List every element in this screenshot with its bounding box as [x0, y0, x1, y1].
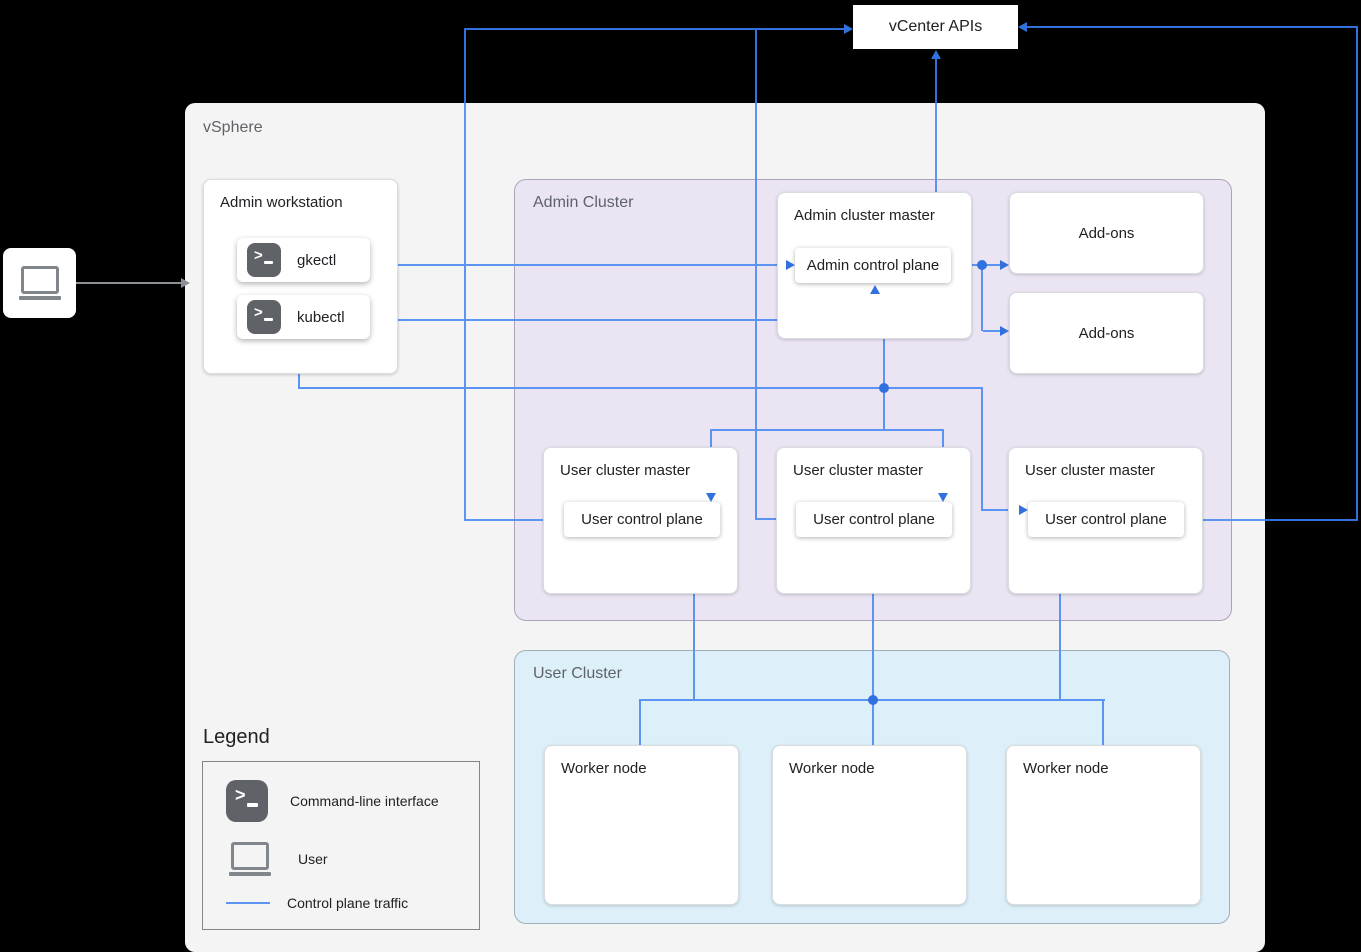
admin-control-plane-node: Admin control plane: [795, 248, 951, 283]
connector: [755, 103, 757, 520]
worker-node-title: Worker node: [561, 760, 647, 777]
addons-node: Add-ons: [1009, 292, 1204, 374]
connector: [872, 537, 874, 745]
connector: [755, 28, 757, 103]
arrow-into-user-control-plane-3: [1019, 505, 1028, 515]
vsphere-label: vSphere: [203, 119, 263, 136]
connector: [360, 264, 786, 266]
worker-node: Worker node: [544, 745, 739, 905]
worker-node: Worker node: [772, 745, 967, 905]
user-control-plane-node: User control plane: [796, 502, 952, 537]
admin-workstation-title: Admin workstation: [220, 194, 343, 211]
laptop-screen: [20, 266, 59, 294]
arrow-into-user-control-plane-1: [706, 493, 716, 502]
legend-item-user: User: [229, 842, 328, 876]
user-control-plane-label: User control plane: [813, 511, 935, 528]
connector: [1102, 699, 1104, 745]
gkectl-label: gkectl: [297, 251, 337, 269]
addons-node: Add-ons: [1009, 192, 1204, 274]
user-cluster-master-title: User cluster master: [793, 462, 924, 479]
connector: [1022, 26, 1358, 28]
user-control-plane-label: User control plane: [1045, 511, 1167, 528]
worker-node: Worker node: [1006, 745, 1201, 905]
junction-dot: [879, 383, 889, 393]
user-cluster-master-title: User cluster master: [560, 462, 691, 479]
legend-box: > Command-line interface User Control pl…: [202, 761, 480, 930]
connector: [1265, 519, 1357, 521]
terminal-prompt-glyph: >: [254, 247, 263, 264]
terminal-cursor-glyph: [264, 261, 273, 264]
arrow-into-vcenter-left: [844, 24, 853, 34]
connector: [983, 509, 1019, 511]
admin-cluster-label: Admin Cluster: [533, 194, 634, 211]
user-arrow-head: [181, 278, 190, 288]
connector: [935, 103, 937, 248]
arrow-into-vcenter-bottom: [931, 50, 941, 59]
connector: [464, 103, 466, 521]
user-node: [3, 248, 76, 318]
laptop-base: [229, 872, 271, 876]
connector: [935, 58, 937, 103]
user-arrow-line: [76, 282, 182, 284]
legend-item-label: Control plane traffic: [287, 895, 409, 911]
user-control-plane-node: User control plane: [1028, 502, 1184, 537]
connector: [464, 28, 466, 103]
connector: [981, 388, 983, 511]
connector: [639, 699, 641, 745]
arrow-into-addons-1: [1000, 260, 1009, 270]
gkectl-node: > gkectl: [237, 238, 370, 282]
junction-dot: [868, 695, 878, 705]
user-cluster-master-title: User cluster master: [1025, 462, 1156, 479]
laptop-icon: [18, 266, 61, 300]
laptop-icon: [229, 842, 271, 876]
worker-node-title: Worker node: [789, 760, 875, 777]
legend-item-traffic: Control plane traffic: [226, 895, 408, 911]
terminal-icon: >: [226, 780, 268, 822]
arrow-into-vcenter-right: [1018, 22, 1027, 32]
kubectl-label: kubectl: [297, 308, 345, 326]
legend-title: Legend: [203, 726, 270, 748]
connector: [1059, 537, 1061, 701]
control-plane-line-sample: [226, 902, 270, 904]
vcenter-apis-label: vCenter APIs: [888, 18, 983, 35]
addons-label: Add-ons: [1078, 324, 1135, 342]
connector: [710, 429, 944, 431]
connector: [1356, 26, 1358, 521]
terminal-cursor-glyph: [247, 803, 258, 807]
arrow-into-admin-control-plane: [786, 260, 795, 270]
kubectl-node: > kubectl: [237, 295, 370, 339]
user-cluster-label: User Cluster: [533, 665, 622, 682]
arrow-into-admin-control-plane-bottom: [870, 285, 880, 294]
connector: [465, 28, 845, 30]
laptop-base: [18, 296, 61, 300]
connector: [464, 519, 564, 521]
worker-node-title: Worker node: [1023, 760, 1109, 777]
laptop-screen: [231, 842, 269, 870]
arrow-into-user-control-plane-2: [938, 493, 948, 502]
legend-item-label: Command-line interface: [290, 793, 439, 809]
vcenter-apis-node: vCenter APIs: [853, 5, 1018, 49]
admin-cluster-master-title: Admin cluster master: [794, 207, 935, 224]
legend-item-cli: > Command-line interface: [226, 780, 439, 822]
arrow-into-addons-2: [1000, 326, 1009, 336]
terminal-prompt-glyph: >: [235, 785, 246, 805]
user-control-plane-label: User control plane: [581, 511, 703, 528]
connector: [983, 330, 1000, 332]
junction-dot: [977, 260, 987, 270]
admin-control-plane-label: Admin control plane: [806, 257, 940, 274]
connector: [981, 266, 983, 331]
addons-label: Add-ons: [1078, 224, 1135, 242]
connector: [952, 264, 1000, 266]
terminal-icon: >: [247, 243, 281, 277]
terminal-cursor-glyph: [264, 318, 273, 321]
connector: [360, 319, 876, 321]
terminal-icon: >: [247, 300, 281, 334]
connector: [693, 537, 695, 701]
connector: [883, 283, 885, 431]
legend-item-label: User: [298, 851, 328, 867]
terminal-prompt-glyph: >: [254, 304, 263, 321]
user-control-plane-node: User control plane: [564, 502, 720, 537]
connector: [1184, 519, 1265, 521]
connector: [298, 387, 983, 389]
